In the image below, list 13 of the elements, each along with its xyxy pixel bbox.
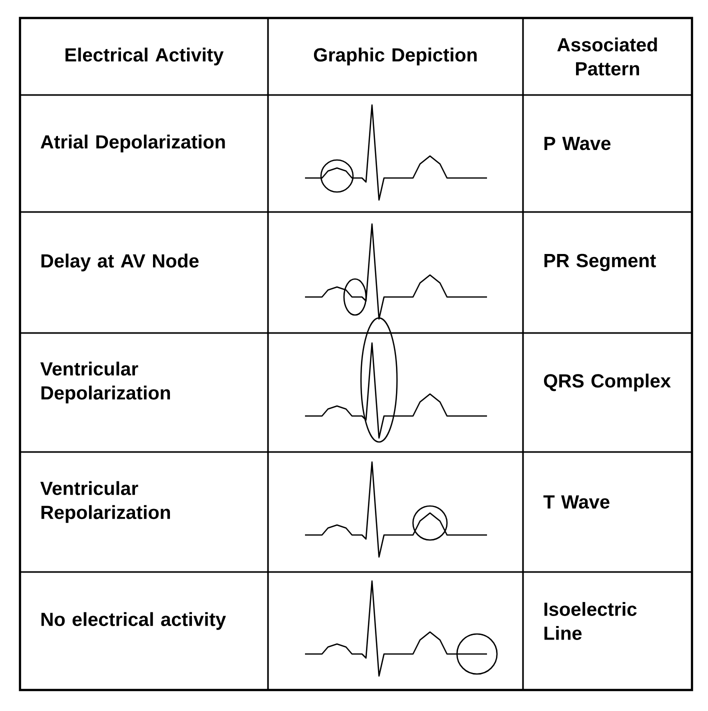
table-cell: PR Segment	[544, 254, 656, 272]
table-cell: Ventricular Depolarization	[40, 362, 170, 404]
header-cell: Associated Pattern	[557, 38, 657, 76]
table-cell: T Wave	[543, 495, 610, 509]
table-cell: P Wave	[544, 136, 610, 150]
table-cell: Isoelectric Line	[544, 602, 637, 640]
table-cell: Atrial Depolarization	[40, 134, 225, 152]
header-cell: Electrical Activity	[66, 48, 224, 66]
table-cell: No electrical activity	[41, 612, 226, 630]
header-cell: Graphic Depiction	[314, 48, 477, 66]
table-cell: Delay at AV Node	[41, 254, 199, 272]
table-cell: Ventricular Repolarization	[40, 481, 170, 523]
table-cell: QRS Complex	[544, 374, 671, 392]
